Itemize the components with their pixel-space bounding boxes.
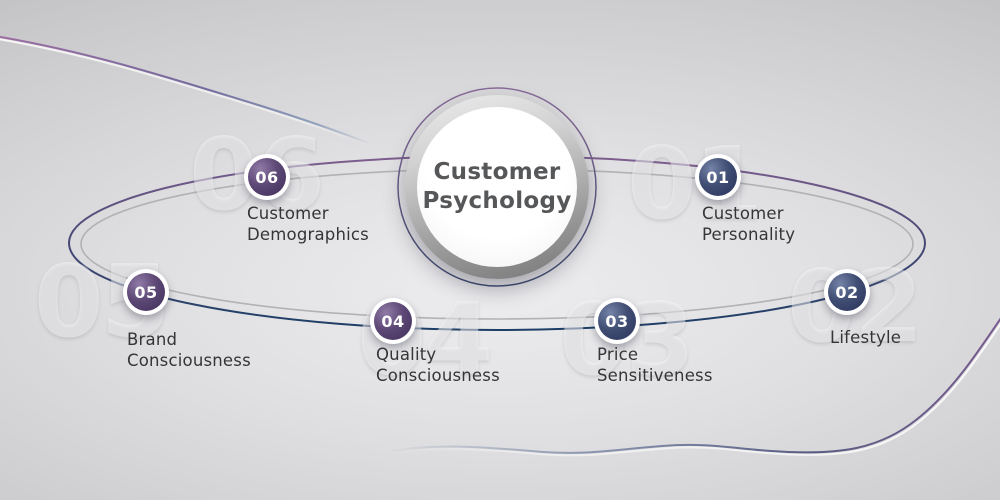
decor-wave-bottom-right: [385, 317, 1000, 454]
step-number-02: 02: [835, 282, 859, 302]
step-number-03: 03: [605, 311, 629, 331]
center-circle-outline: [397, 87, 597, 287]
step-badge-04-core: 04: [374, 302, 412, 340]
step-label-customer-personality: Customer Personality: [702, 204, 796, 245]
center-circle: Customer Psychology: [405, 95, 589, 279]
step-label-price-sensitiveness: Price Sensitiveness: [597, 345, 713, 386]
step-label-customer-demographics: Customer Demographics: [247, 204, 369, 245]
step-number-05: 05: [134, 282, 158, 302]
step-badge-06: 06: [244, 154, 290, 200]
step-number-06: 06: [255, 167, 279, 187]
step-badge-06-core: 06: [248, 158, 286, 196]
step-badge-01-core: 01: [699, 158, 737, 196]
step-badge-02-core: 02: [828, 273, 866, 311]
step-number-01: 01: [706, 167, 730, 187]
step-label-quality-consciousness: Quality Consciousness: [376, 345, 500, 386]
decor-wave-top-left-highlight: [0, 38, 369, 147]
step-badge-05-core: 05: [127, 273, 165, 311]
step-label-lifestyle: Lifestyle: [830, 328, 902, 347]
decor-wave-bottom-right-highlight: [387, 323, 1000, 457]
step-badge-05: 05: [123, 269, 169, 315]
step-badge-04: 04: [370, 298, 416, 344]
step-badge-03-core: 03: [598, 302, 636, 340]
center-circle-face: Customer Psychology: [417, 107, 577, 267]
step-badge-03: 03: [594, 298, 640, 344]
decor-wave-top-left: [0, 35, 369, 144]
diagram-title: Customer Psychology: [422, 158, 572, 214]
step-badge-01: 01: [695, 154, 741, 200]
step-label-brand-consciousness: Brand Consciousness: [127, 330, 251, 371]
step-number-04: 04: [381, 311, 405, 331]
step-badge-02: 02: [824, 269, 870, 315]
